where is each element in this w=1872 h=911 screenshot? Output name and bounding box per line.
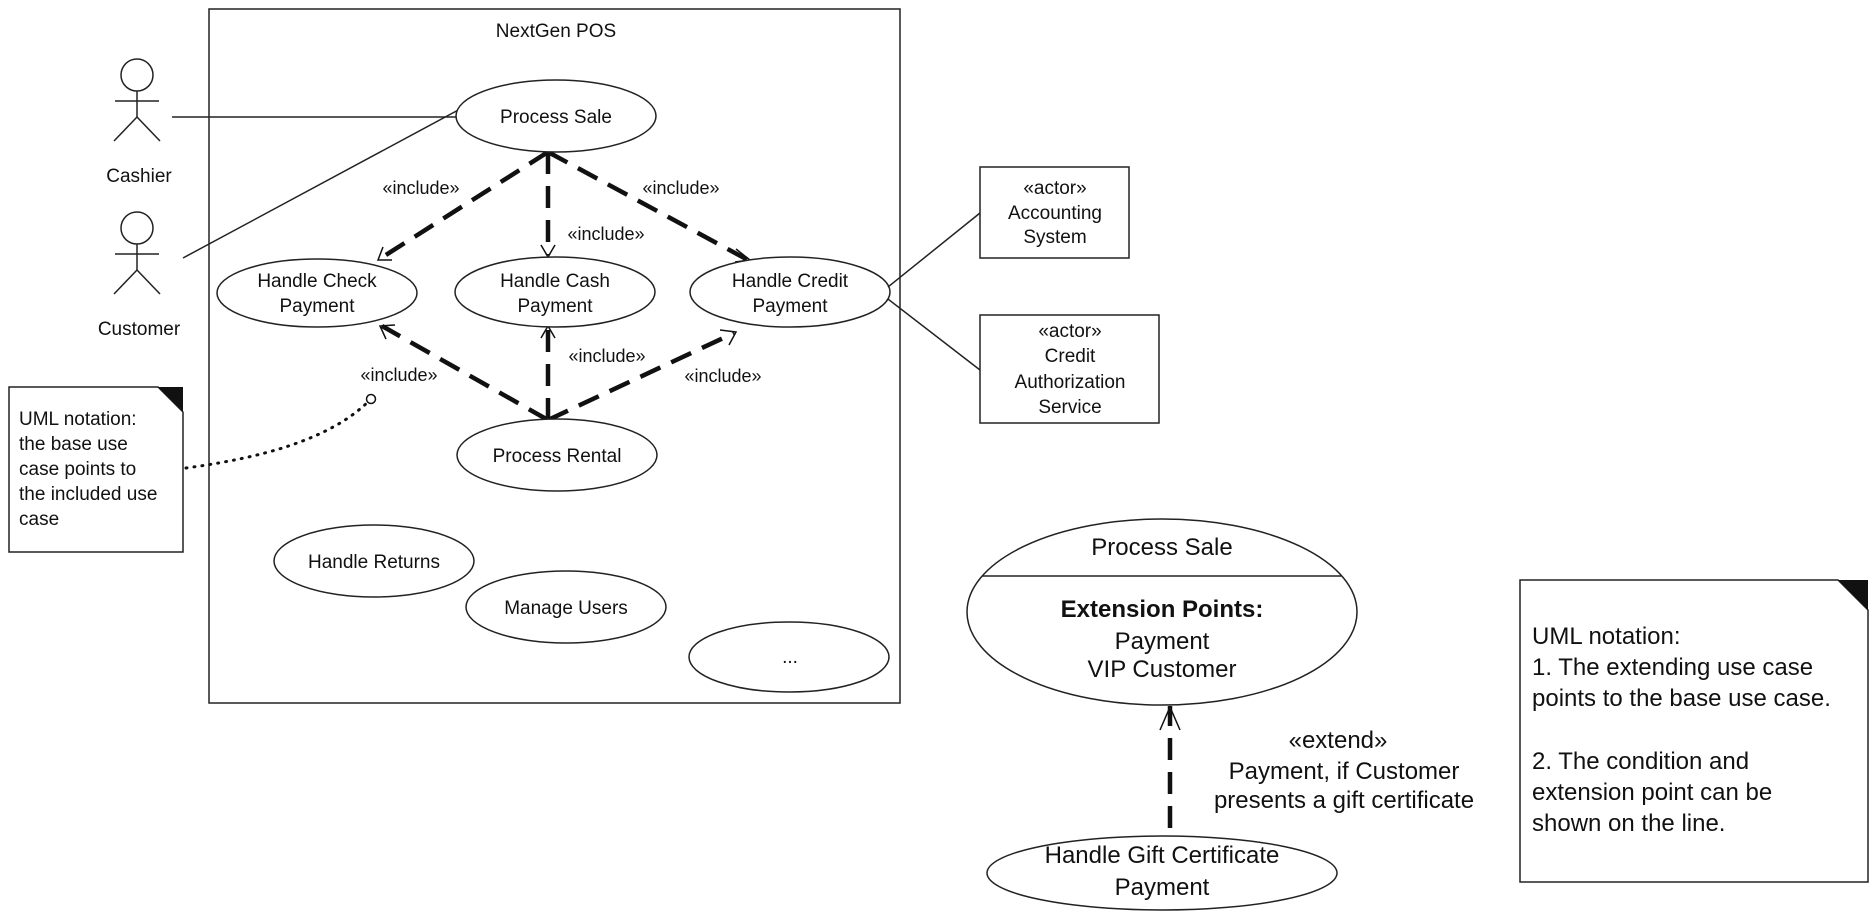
cashier-label: Cashier — [106, 166, 172, 187]
include-note-line-5: case — [19, 509, 59, 530]
extension-point-1: Payment — [1115, 628, 1210, 655]
note-anchor-circle — [365, 393, 377, 405]
extend-note-line-6: extension point can be — [1532, 779, 1772, 806]
use-case-process-sale — [455, 79, 657, 153]
handle-returns-label: Handle Returns — [308, 552, 440, 573]
credit-authorization-actor — [979, 314, 1160, 424]
accounting-stereotype: «actor» — [1023, 178, 1086, 199]
accounting-name-1: Accounting — [1008, 203, 1102, 224]
customer-actor — [113, 211, 161, 295]
use-case-manage-users — [465, 570, 667, 644]
include-label-rental-cash: «include» — [568, 346, 645, 366]
include-label-rental-check: «include» — [360, 365, 437, 385]
customer-association — [182, 107, 463, 259]
extend-note-line-3: points to the base use case. — [1532, 685, 1831, 712]
extend-note-line-5: 2. The condition and — [1532, 748, 1749, 775]
use-case-handle-returns — [273, 524, 475, 598]
include-label-credit: «include» — [642, 178, 719, 198]
extend-condition-line-1: Payment, if Customer — [1229, 758, 1460, 785]
extended-process-sale-label: Process Sale — [1091, 534, 1232, 561]
extend-condition-line-2: presents a gift certificate — [1214, 787, 1474, 814]
handle-cash-label-1: Handle Cash — [500, 271, 610, 292]
use-case-more — [688, 621, 890, 693]
more-use-cases-label: ... — [782, 647, 798, 668]
handle-check-label-2: Payment — [280, 296, 356, 317]
include-note-line-3: case points to — [19, 459, 136, 480]
extend-stereotype-label: «extend» — [1289, 727, 1388, 754]
handle-credit-label-1: Handle Credit — [732, 271, 849, 292]
gift-certificate-label-2: Payment — [1115, 874, 1210, 901]
credit-auth-name-1: Credit — [1045, 346, 1096, 367]
handle-cash-label-2: Payment — [518, 296, 594, 317]
credit-auth-name-2: Authorization — [1015, 372, 1126, 393]
extension-points-header: Extension Points: — [1061, 596, 1264, 623]
use-case-handle-cash — [454, 256, 656, 328]
include-note: UML notation: the base use case points t… — [8, 386, 184, 553]
handle-check-label-1: Handle Check — [257, 271, 377, 292]
accounting-system-actor — [979, 166, 1130, 259]
process-rental-label: Process Rental — [493, 446, 622, 467]
gift-certificate-label-1: Handle Gift Certificate — [1045, 842, 1280, 869]
note-anchor-line — [184, 398, 372, 470]
customer-label: Customer — [98, 319, 181, 340]
arrowhead-rental-credit — [719, 329, 738, 346]
include-label-cash: «include» — [567, 224, 644, 244]
include-line-rental-credit — [547, 330, 735, 423]
cashier-actor — [113, 58, 161, 142]
accounting-association — [887, 212, 981, 288]
extend-note-line-1: UML notation: — [1532, 623, 1681, 650]
use-case-process-sale-extended — [966, 518, 1358, 706]
extend-arrowhead — [1159, 705, 1181, 731]
credit-auth-association — [887, 298, 981, 371]
process-sale-label: Process Sale — [500, 107, 612, 128]
accounting-name-2: System — [1023, 227, 1086, 248]
extension-point-2: VIP Customer — [1088, 656, 1237, 683]
include-note-line-4: the included use — [19, 484, 157, 505]
handle-credit-label-2: Payment — [753, 296, 829, 317]
arrowhead-check — [376, 246, 392, 261]
credit-auth-stereotype: «actor» — [1038, 321, 1101, 342]
use-case-process-rental — [456, 418, 658, 492]
include-note-line-1: UML notation: — [19, 409, 137, 430]
use-case-handle-credit — [689, 256, 891, 328]
include-label-rental-credit: «include» — [684, 366, 761, 386]
use-case-handle-gift-certificate — [986, 835, 1338, 911]
extend-note-line-2: 1. The extending use case — [1532, 654, 1813, 681]
system-title: NextGen POS — [496, 21, 616, 42]
extend-note: UML notation: 1. The extending use case … — [1519, 579, 1869, 883]
manage-users-label: Manage Users — [504, 598, 628, 619]
include-line-credit — [546, 150, 750, 262]
include-label-check: «include» — [382, 178, 459, 198]
use-case-handle-check — [216, 258, 418, 328]
include-note-line-2: the base use — [19, 434, 128, 455]
arrowhead-rental-check — [378, 324, 396, 340]
extend-note-line-7: shown on the line. — [1532, 810, 1725, 837]
credit-auth-name-3: Service — [1038, 397, 1101, 418]
